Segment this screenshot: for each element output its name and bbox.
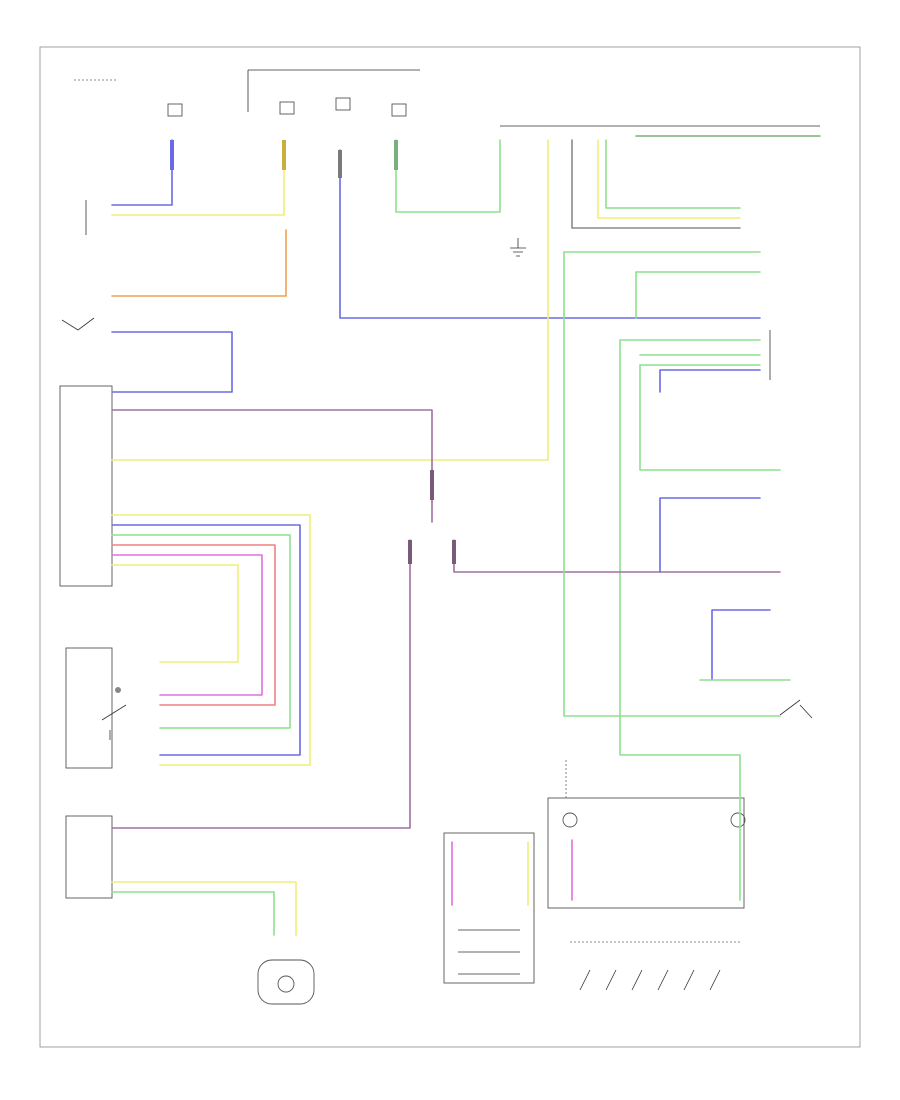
connector-violet-2 — [408, 540, 412, 564]
wire-tcm-green — [111, 891, 275, 936]
wire-trs-yellow — [111, 514, 311, 766]
fuse-block-center — [247, 69, 420, 117]
fuse-block-left — [74, 79, 183, 117]
wire-violet-tcm — [111, 539, 411, 829]
fuse-center-3-icon — [391, 103, 407, 117]
connector-gray — [338, 150, 342, 178]
fuse-left-icon — [167, 103, 183, 117]
wire-trs-red — [111, 544, 276, 706]
transmission-range-switch — [65, 647, 127, 769]
wire-blue-loop — [111, 331, 233, 393]
wire-gray-drop — [571, 139, 741, 229]
pressure-control-solenoid — [547, 797, 746, 909]
wire-green-h3 — [639, 364, 781, 471]
diagram-frame — [39, 46, 861, 1048]
wire-green-fuse — [395, 139, 501, 213]
wire-trs-yellow2 — [111, 564, 239, 663]
wire-green-cluster — [639, 354, 761, 366]
wire-yellow-feed — [111, 139, 285, 216]
wire-green-long — [619, 339, 761, 901]
wire-orange-sensor — [111, 229, 287, 297]
connector-olive — [282, 140, 286, 170]
wire-blue-cpp — [711, 609, 771, 681]
wire-blue-right — [659, 497, 761, 573]
wire-trs-magenta — [111, 554, 263, 696]
wire-blue-ignition — [111, 139, 173, 206]
transmission-cable-switch — [443, 832, 535, 984]
ground-g101 — [510, 238, 526, 257]
connector-violet-3 — [452, 540, 456, 564]
wire-tcm-yellow — [111, 881, 297, 936]
fuse-center-1-icon — [279, 101, 295, 115]
wire-violet-1 — [111, 409, 433, 523]
shift-pushbutton-switch — [570, 941, 740, 991]
wire-trs-green — [111, 534, 291, 729]
wire-green-cpp2 — [563, 251, 781, 717]
connector-violet — [430, 470, 434, 500]
wire-yellow-long — [111, 139, 549, 461]
tcm-block — [65, 815, 113, 899]
wire-violet-2 — [453, 539, 781, 573]
connector-green — [394, 140, 398, 170]
wire-yellow-drop — [597, 139, 741, 219]
wire-green-drop — [605, 139, 741, 209]
fuse-center-2-icon — [335, 97, 351, 111]
clutch-pedal-position-switch — [779, 699, 813, 719]
output-shaft-speed-sensor — [257, 959, 315, 1005]
wire-blue-cluster-2 — [659, 369, 761, 393]
connector-blue — [170, 140, 174, 170]
wire-blue-cluster — [339, 149, 761, 319]
ecm-connector-block — [59, 200, 113, 587]
wire-trs-blue — [111, 524, 301, 756]
